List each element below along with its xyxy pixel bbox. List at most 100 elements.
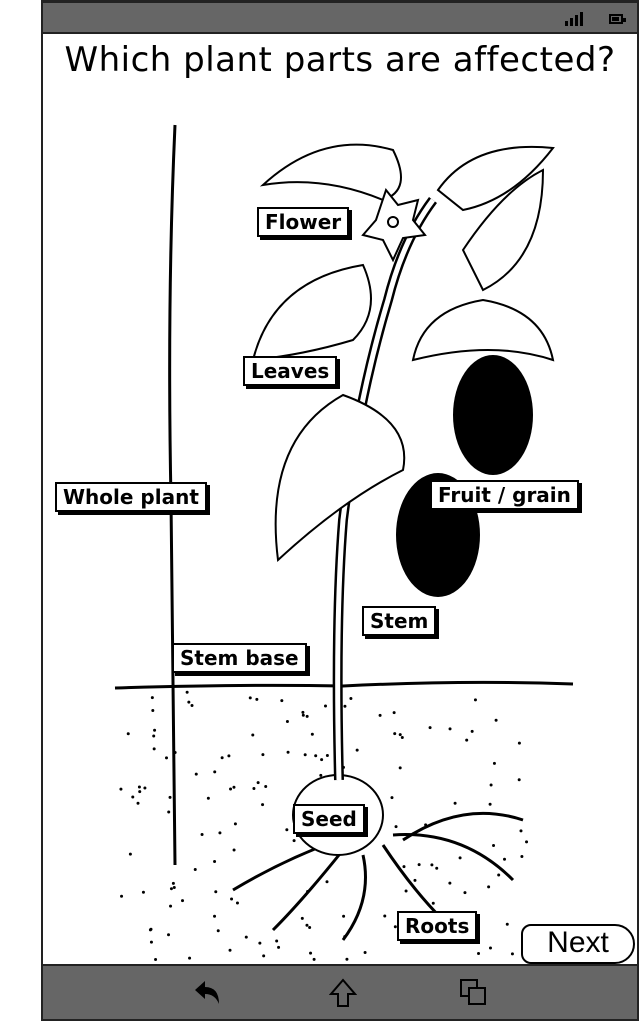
soil-dot [262, 954, 266, 958]
soil-dot [200, 832, 204, 836]
soil-dot [220, 756, 224, 760]
soil-dot [193, 868, 197, 872]
soil-dot [487, 885, 491, 889]
soil-dot [251, 733, 255, 737]
nav-bar [43, 964, 637, 1019]
soil-dot [171, 881, 175, 885]
soil-dot [312, 957, 316, 961]
soil-dot [517, 741, 521, 745]
soil-dot [141, 890, 145, 894]
soil-dot [390, 796, 394, 800]
soil-dot [152, 734, 156, 738]
soil-dot [301, 710, 305, 714]
part-whole-plant[interactable]: Whole plant [55, 482, 207, 512]
soil-dot [216, 929, 220, 933]
soil-dot [431, 901, 435, 905]
soil-dot [517, 778, 521, 782]
soil-dot [280, 699, 284, 703]
soil-dot [255, 697, 259, 701]
back-icon[interactable] [191, 978, 221, 1010]
soil-dot [519, 829, 523, 833]
soil-dot [448, 727, 452, 731]
soil-dot [510, 952, 514, 956]
soil-dot [120, 894, 124, 898]
part-roots[interactable]: Roots [397, 911, 478, 941]
soil-dot [494, 718, 498, 722]
soil-dot [285, 828, 289, 832]
soil-dot [232, 785, 236, 789]
soil-dot [154, 957, 158, 961]
soil-dot [342, 914, 346, 918]
soil-dot [150, 696, 154, 700]
soil-dot [275, 939, 279, 943]
page-title: Which plant parts are affected? [64, 40, 616, 80]
soil-dot [187, 700, 191, 704]
soil-dot [428, 726, 432, 730]
part-flower[interactable]: Flower [257, 207, 350, 237]
soil-dot [503, 857, 507, 861]
recent-apps-icon[interactable] [459, 978, 489, 1012]
home-icon[interactable] [328, 978, 358, 1012]
soil-dot [256, 781, 260, 785]
soil-dot [430, 863, 434, 867]
soil-dot [305, 714, 309, 718]
part-leaves[interactable]: Leaves [243, 356, 338, 386]
soil-dot [261, 803, 265, 807]
soil-dot [525, 840, 529, 844]
soil-dot [402, 865, 406, 869]
soil-dot [286, 750, 290, 754]
soil-dot [314, 754, 318, 758]
soil-dot [213, 770, 217, 774]
soil-dot [185, 690, 189, 694]
soil-dot [149, 940, 153, 944]
soil-dot [167, 933, 171, 937]
soil-dot [169, 904, 173, 908]
soil-dot [404, 889, 408, 893]
soil-dot [320, 758, 324, 762]
soil-dot [325, 753, 329, 757]
soil-dot [190, 704, 194, 708]
soil-dot [378, 713, 382, 717]
soil-dot [417, 863, 421, 867]
soil-dot [465, 738, 469, 742]
soil-dot [285, 719, 289, 723]
soil-dot [261, 753, 265, 757]
part-stem-base[interactable]: Stem base [172, 643, 307, 673]
soil-dot [470, 729, 474, 733]
soil-dot [230, 897, 234, 901]
soil-dot [305, 923, 309, 927]
soil-dot [244, 935, 248, 939]
soil-dot [435, 866, 439, 870]
part-stem[interactable]: Stem [362, 606, 437, 636]
soil-dot [505, 922, 509, 926]
soil-dot [392, 711, 396, 715]
part-fruit-grain[interactable]: Fruit / grain [430, 480, 579, 510]
soil-dot [448, 881, 452, 885]
soil-dot [248, 696, 252, 700]
soil-dot [488, 946, 492, 950]
next-button[interactable]: Next [521, 924, 635, 964]
soil-dot [214, 890, 218, 894]
signal-icon [565, 12, 583, 26]
soil-dot [398, 733, 402, 737]
soil-dot [309, 951, 313, 955]
soil-dot [126, 732, 130, 736]
soil-dot [489, 783, 493, 787]
soil-dot [169, 887, 173, 891]
soil-dot [323, 704, 327, 708]
soil-dot [473, 698, 477, 702]
battery-icon [609, 14, 626, 24]
soil-dot [194, 772, 198, 776]
soil-dot [319, 773, 323, 777]
part-seed[interactable]: Seed [293, 804, 365, 834]
soil-dot [393, 732, 397, 736]
soil-dot [136, 801, 140, 805]
soil-dot [277, 945, 281, 949]
soil-dot [233, 822, 237, 826]
soil-dot [343, 704, 347, 708]
soil-dot [181, 899, 185, 903]
soil-dot [308, 926, 312, 930]
soil-dot [300, 916, 304, 920]
soil [114, 680, 574, 961]
soil-dot [188, 956, 192, 960]
